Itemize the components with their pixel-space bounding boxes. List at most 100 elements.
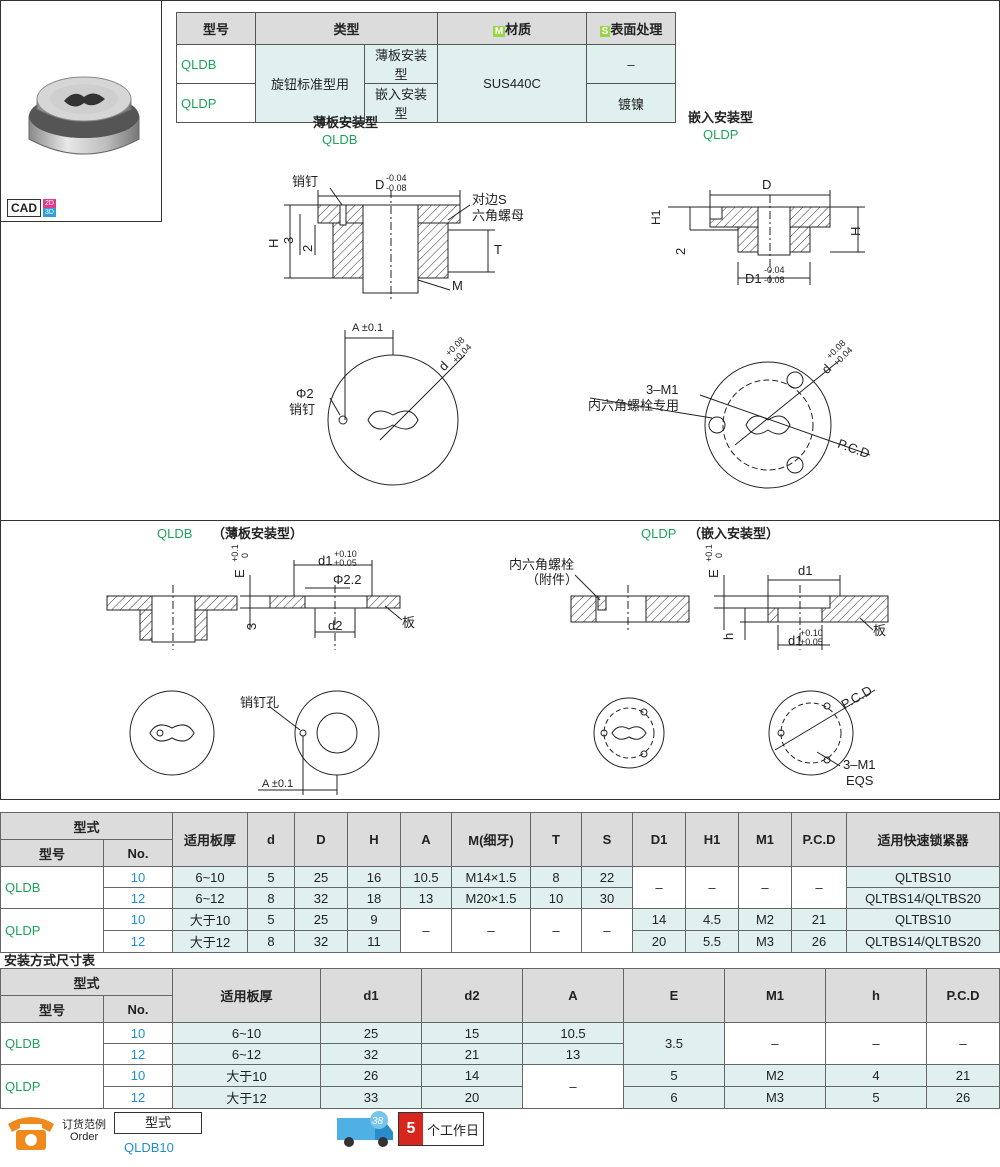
order-label-en: Order: [70, 1131, 99, 1143]
install-qldb-section: [106, 560, 403, 650]
bolt-label: 内六角螺栓: [509, 557, 574, 572]
order-example: QLDB10: [124, 1140, 174, 1155]
phone-icon: [8, 1117, 54, 1150]
install-qldb-plan: [129, 690, 380, 795]
svg-text:2: 2: [300, 245, 315, 252]
qldp-top-view: [589, 359, 871, 489]
install-qldp-plan: [593, 689, 876, 776]
badge-2d: 2D: [43, 199, 56, 208]
svg-text:EQS: EQS: [846, 773, 874, 788]
svg-text:E: E: [232, 569, 247, 578]
m-badge: M: [492, 26, 506, 37]
svg-text:Φ2.2: Φ2.2: [333, 572, 361, 587]
d-tol-label: D: [375, 177, 384, 192]
svg-text:M: M: [452, 278, 463, 293]
spec-model-qldp: QLDP: [176, 83, 256, 123]
qldp-section-view: [668, 190, 865, 285]
svg-text:A ±0.1: A ±0.1: [262, 778, 293, 790]
svg-text:-0.08: -0.08: [386, 183, 407, 193]
install-qldp-heading: QLDP: [641, 526, 676, 541]
qldb-top-view: [327, 330, 466, 486]
badge-3d: 3D: [43, 208, 56, 217]
install-qldp-section: [570, 574, 889, 650]
svg-text:板: 板: [402, 615, 415, 630]
svg-text:Φ2: Φ2: [296, 386, 314, 401]
bolt-sub: （附件）: [526, 572, 578, 587]
svg-text:d1: d1: [798, 563, 812, 578]
svg-text:H1: H1: [649, 209, 663, 225]
spec-type-main: 旋钮标准型用: [255, 44, 365, 123]
qldb-drawing-title: 薄板安装型: [313, 115, 378, 130]
pcd-label: P.C.D: [836, 436, 872, 461]
svg-text:-0.08: -0.08: [764, 275, 785, 285]
install-table-caption: 安装方式尺寸表: [4, 953, 96, 968]
delivery-days-number: 5: [399, 1113, 423, 1145]
dim-group-header: 型式: [0, 812, 173, 840]
svg-text:h: h: [721, 633, 736, 640]
m1-label: 3–M1: [646, 382, 679, 397]
s-label: 对边S: [472, 192, 507, 207]
a-tol-label: A ±0.1: [352, 322, 383, 334]
svg-text:3: 3: [244, 623, 259, 630]
cad-badge[interactable]: CAD 2D 3D: [7, 199, 56, 217]
svg-text:+0.1: +0.1: [704, 544, 714, 562]
s-badge: S: [599, 26, 611, 37]
svg-text:H: H: [266, 239, 281, 248]
svg-text:P.C.D: P.C.D: [839, 683, 875, 712]
install-qldb-heading: QLDB: [157, 526, 192, 541]
technical-drawing: 薄板安装型 QLDB 嵌入安装型 QLDP 销钉 D -0.04 -0.08 对…: [106, 110, 889, 795]
spec-header-type: 类型: [255, 12, 438, 45]
qldp-drawing-code: QLDP: [703, 127, 738, 142]
product-photo: [28, 76, 140, 155]
product-image-box: CAD 2D 3D: [0, 0, 162, 222]
spec-material: SUS440C: [437, 44, 587, 123]
delivery-days: 5 个工作日: [398, 1112, 485, 1146]
svg-text:+0.10: +0.10: [800, 628, 823, 638]
install-qldb-heading-sub: （薄板安装型）: [212, 526, 303, 541]
order-label-cn: 订货范例: [62, 1119, 106, 1131]
qldp-drawing-title: 嵌入安装型: [688, 110, 753, 125]
svg-text:0: 0: [714, 553, 724, 558]
spec-type-sub-qldp: 嵌入安装型: [364, 83, 438, 123]
spec-type-sub-qldb: 薄板安装型: [364, 44, 438, 84]
svg-text:D: D: [762, 177, 771, 192]
svg-text:板: 板: [873, 623, 886, 638]
svg-text:3–M1: 3–M1: [843, 757, 876, 772]
qldb-section-view: [284, 187, 495, 300]
svg-text:-0.04: -0.04: [764, 265, 785, 275]
drawing-frame-left: [0, 222, 1, 800]
svg-text:d1: d1: [318, 553, 332, 568]
svg-text:T: T: [494, 242, 502, 257]
truck-number: 38: [372, 1116, 384, 1127]
svg-text:d2: d2: [328, 618, 342, 633]
svg-text:-0.04: -0.04: [386, 173, 407, 183]
delivery-days-text: 个工作日: [427, 1122, 480, 1138]
svg-text:2: 2: [673, 248, 688, 255]
nut-label: 六角螺母: [472, 208, 524, 223]
cad-label: CAD: [7, 199, 41, 217]
svg-text:+0.10: +0.10: [334, 549, 357, 559]
svg-text:+0.05: +0.05: [334, 558, 357, 568]
svg-text:E: E: [706, 569, 721, 578]
delivery-truck-icon: 38: [337, 1111, 393, 1147]
install-qldp-heading-sub: （嵌入安装型）: [688, 526, 779, 541]
svg-text:+0.1: +0.1: [230, 544, 240, 562]
svg-text:d1: d1: [788, 633, 802, 648]
svg-text:3: 3: [281, 237, 296, 244]
svg-text:0: 0: [240, 553, 250, 558]
svg-text:H: H: [848, 227, 863, 236]
dimension-table: 型式 适用板厚 d D H A M(细牙) T S D1 H1 M1 P.C.D…: [0, 812, 1000, 953]
drawing-divider: [0, 520, 1000, 521]
install-table: 型式 适用板厚 d1 d2 A E M1 h P.C.D 型号 No. QLDB…: [0, 968, 1000, 1109]
spec-model-qldb: QLDB: [176, 44, 256, 84]
svg-text:销钉: 销钉: [289, 402, 315, 417]
order-box: 型式: [114, 1112, 202, 1134]
svg-text:D1: D1: [745, 271, 762, 286]
qldb-drawing-code: QLDB: [322, 132, 357, 147]
pin-hole-label: 销钉孔: [240, 695, 279, 710]
pin-label: 销钉: [292, 174, 318, 189]
spec-surface-qldp: 镀镍: [586, 83, 676, 123]
m1-sub: 内六角螺栓专用: [588, 398, 679, 413]
svg-text:d: d: [819, 361, 835, 377]
